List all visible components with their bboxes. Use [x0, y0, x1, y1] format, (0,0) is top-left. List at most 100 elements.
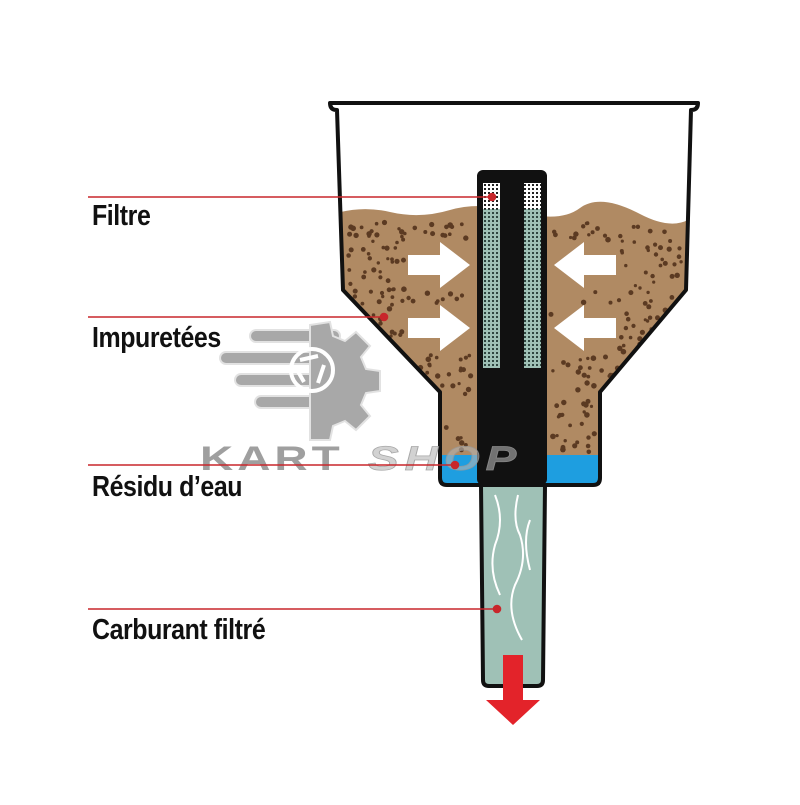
impurity-particle [348, 247, 354, 253]
impurity-particle [352, 288, 358, 294]
impurity-particle [352, 294, 358, 299]
impurity-particle [347, 268, 352, 272]
impurity-particle [367, 256, 372, 261]
impurity-particle [586, 435, 591, 440]
impurity-particle [360, 301, 365, 306]
impurity-particle [371, 313, 376, 317]
impurity-particle [575, 369, 581, 375]
impurity-particle [621, 343, 626, 348]
impurity-particle [672, 262, 677, 267]
impurity-particle [348, 281, 353, 286]
impurity-particle [561, 399, 567, 406]
impurity-particle [561, 360, 566, 365]
impurity-particle [366, 231, 372, 237]
impurity-particle [394, 258, 400, 264]
impurity-particle [429, 221, 435, 228]
impurity-particle [428, 353, 433, 358]
impurity-particle [459, 436, 463, 440]
flow-arrows [408, 242, 616, 351]
impurity-particle [642, 301, 648, 306]
impurity-particle [359, 225, 364, 230]
arrow-right-icon [408, 242, 470, 288]
impurity-particle [603, 354, 608, 360]
impurity-particle [593, 290, 598, 295]
impurity-particle [374, 232, 380, 238]
impurity-particle [363, 270, 367, 274]
impurity-particle [607, 374, 611, 378]
impurity-particle [462, 391, 468, 397]
impurity-particle [390, 302, 394, 307]
impurity-particle [662, 229, 667, 235]
impurity-particle [390, 295, 395, 299]
impurity-particle [578, 365, 583, 371]
impurity-particle [346, 253, 351, 258]
impurity-particle [565, 362, 571, 368]
impurity-particle [584, 412, 590, 418]
impurity-particle [435, 373, 441, 379]
impurity-particle [653, 242, 658, 247]
impurity-particle [586, 356, 590, 361]
impurity-particle [395, 240, 399, 245]
impurity-particle [366, 252, 371, 256]
impurity-particle [371, 267, 377, 273]
impurity-particle [620, 250, 624, 255]
impurity-particle [605, 236, 611, 243]
impurity-particle [586, 374, 591, 379]
impurity-particle [647, 228, 653, 234]
label-impurities: Impuretées [92, 322, 221, 354]
impurity-particle [401, 237, 406, 242]
impurity-particle [660, 257, 664, 262]
impurity-particle [391, 287, 396, 292]
impurity-particle [628, 290, 634, 296]
impurity-particle [463, 443, 468, 447]
impurity-particle [399, 329, 405, 335]
impurity-particle [668, 239, 673, 243]
impurity-particle [624, 311, 629, 317]
impurity-particle [406, 295, 411, 301]
impurity-particle [447, 291, 454, 297]
impurity-particle [620, 239, 624, 243]
impurity-particle [428, 363, 432, 368]
impurity-particle [624, 263, 628, 268]
label-filtered-fuel: Carburant filtré [92, 614, 266, 646]
impurity-particle [410, 298, 416, 304]
leader-lines [88, 192, 502, 614]
impurity-particle [423, 230, 428, 234]
impurity-particle [591, 431, 597, 437]
impurity-particle [361, 274, 367, 280]
impurity-particle [386, 287, 392, 293]
impurity-particle [465, 386, 472, 393]
impurity-particle [590, 230, 595, 235]
impurity-particle [643, 270, 648, 275]
impurity-particle [658, 263, 663, 268]
impurity-particle [618, 233, 623, 239]
outlet-tube [478, 483, 548, 688]
impurity-particle [468, 373, 474, 379]
label-water-residue: Résidu d’eau [92, 471, 243, 503]
impurity-particle [571, 235, 577, 241]
impurity-particle [575, 387, 581, 393]
impurity-particle [628, 335, 633, 340]
impurity-particle [459, 293, 465, 298]
shutter-icon [289, 347, 335, 393]
impurity-particle [449, 224, 455, 229]
impurity-particle [371, 239, 375, 243]
impurity-particle [669, 273, 675, 279]
impurity-particle [635, 224, 641, 229]
impurity-particle [591, 383, 597, 389]
impurity-particle [590, 355, 597, 362]
impurity-particle [381, 245, 386, 250]
impurity-particle [584, 380, 590, 386]
arrow-left-icon [554, 242, 616, 288]
impurity-particle [386, 306, 393, 312]
impurity-particle [393, 246, 398, 250]
impurity-particle [587, 366, 592, 370]
label-filter: Filtre [92, 200, 151, 232]
impurity-particle [643, 318, 647, 322]
impurity-particle [649, 299, 653, 303]
impurity-particle [658, 245, 663, 251]
impurity-particle [458, 447, 464, 453]
impurity-particle [669, 295, 675, 300]
impurity-particle [674, 272, 680, 278]
